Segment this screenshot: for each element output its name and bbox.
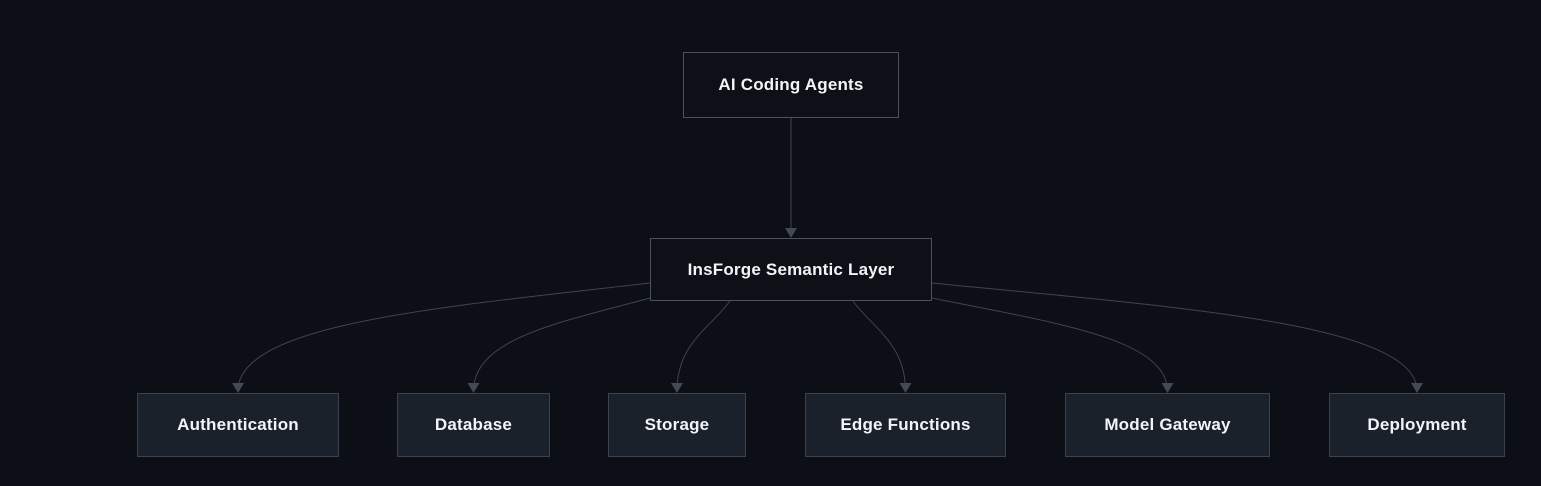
node-label-edge-functions: Edge Functions [840, 415, 971, 434]
node-label-authentication: Authentication [177, 415, 299, 434]
node-storage: Storage [608, 393, 746, 457]
edge-insforge-to-storage [671, 300, 731, 393]
node-authentication: Authentication [137, 393, 339, 457]
node-database: Database [397, 393, 550, 457]
node-label-database: Database [434, 415, 513, 434]
node-label-insforge-semantic-layer: InsForge Semantic Layer [687, 259, 895, 279]
edge-insforge-to-deployment [931, 282, 1423, 393]
node-model-gateway: Model Gateway [1065, 393, 1270, 457]
node-ai-coding-agents: AI Coding Agents [683, 52, 899, 118]
node-edge-functions: Edge Functions [805, 393, 1006, 457]
edge-insforge-to-auth [232, 282, 651, 393]
node-deployment: Deployment [1329, 393, 1505, 457]
node-label-ai-coding-agents: AI Coding Agents [718, 75, 864, 94]
node-label-deployment: Deployment [1367, 415, 1467, 434]
node-label-model-gateway: Model Gateway [1104, 415, 1231, 434]
node-label-storage: Storage [644, 415, 710, 434]
edge-insforge-to-database [467, 297, 651, 393]
node-insforge-semantic-layer: InsForge Semantic Layer [650, 238, 932, 301]
edge-insforge-to-model-gateway [931, 297, 1174, 393]
edge-insforge-to-edge-functions [852, 300, 912, 393]
